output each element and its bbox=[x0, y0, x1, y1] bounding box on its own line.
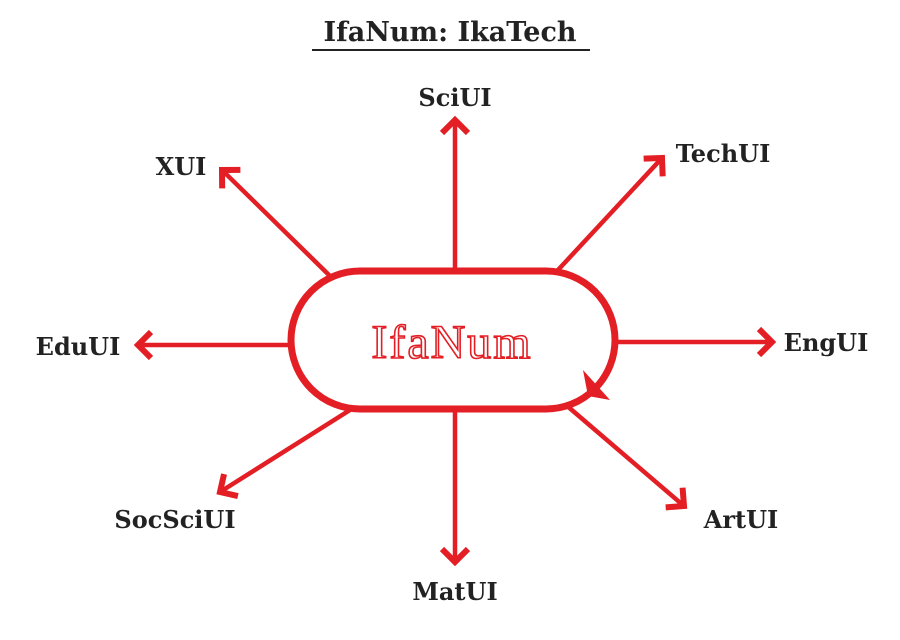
edge-art bbox=[564, 403, 683, 506]
node-label-socsci: SocSciUI bbox=[114, 505, 235, 534]
arrowhead-eng-icon bbox=[756, 326, 777, 358]
arrowhead-mat-icon bbox=[439, 546, 471, 567]
node-label-tech: TechUI bbox=[676, 139, 771, 168]
arrowhead-tech-icon bbox=[643, 154, 666, 177]
arrowhead-socsci-icon bbox=[216, 473, 239, 499]
node-label-edu: EduUI bbox=[36, 332, 121, 361]
node-label-mat: MatUI bbox=[412, 577, 497, 606]
node-label-sci: SciUI bbox=[418, 83, 491, 112]
node-label-x: XUI bbox=[156, 152, 207, 181]
node-label-eng: EngUI bbox=[784, 328, 869, 357]
center-node-label: IfaNum bbox=[371, 316, 532, 369]
diagram-title: IfaNum: IkaTech bbox=[323, 17, 576, 48]
edge-x bbox=[223, 171, 332, 278]
center-node-arrow-icon bbox=[583, 370, 610, 400]
node-label-art: ArtUI bbox=[703, 505, 779, 534]
edge-tech bbox=[556, 159, 661, 272]
arrowhead-edu-icon bbox=[133, 329, 154, 361]
arrowhead-sci-icon bbox=[439, 115, 471, 136]
arrowhead-x-icon bbox=[218, 166, 241, 189]
edge-socsci bbox=[222, 408, 352, 492]
arrowhead-art-icon bbox=[665, 487, 688, 511]
center-node-pill bbox=[287, 267, 619, 413]
